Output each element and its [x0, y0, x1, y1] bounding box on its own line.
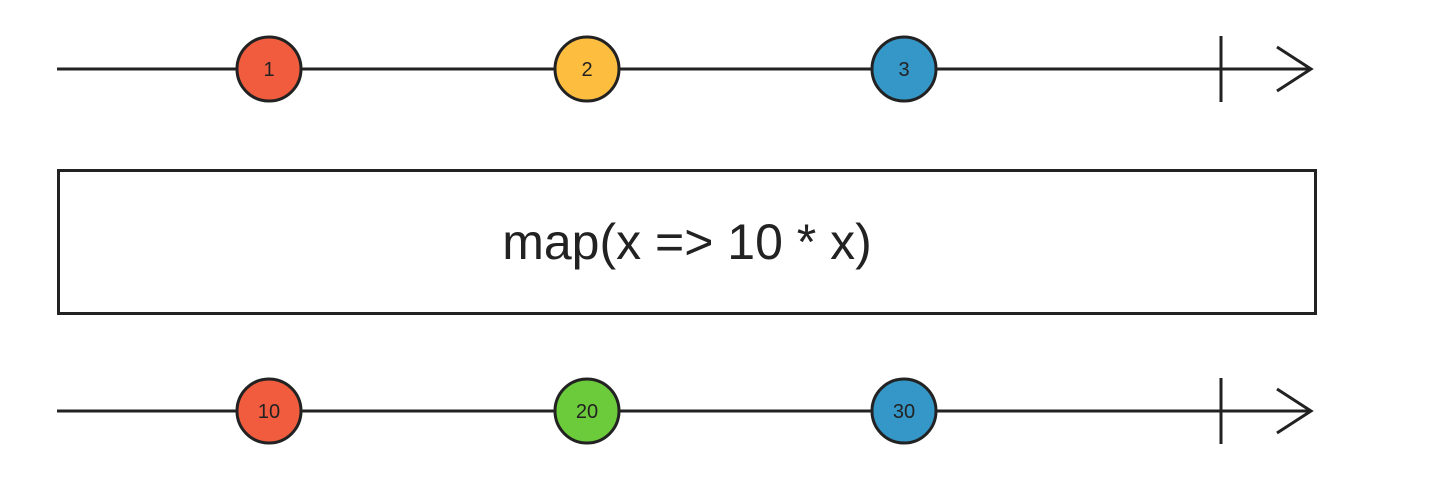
input-arrow-head — [1276, 45, 1314, 93]
input-marble-2: 2 — [553, 35, 621, 103]
output-marble-20-label: 20 — [576, 401, 598, 423]
output-marble-10-label: 10 — [258, 401, 280, 423]
operator-label: map(x => 10 * x) — [502, 214, 872, 270]
output-marble-10-circle — [235, 377, 303, 445]
output-marble-30-circle — [870, 377, 938, 445]
input-stream: 1 2 3 — [57, 35, 1314, 103]
operator-box: map(x => 10 * x) — [57, 169, 1317, 315]
input-marble-3-label: 3 — [898, 59, 909, 81]
input-marble-1-circle — [235, 35, 303, 103]
input-marble-1: 1 — [235, 35, 303, 103]
output-marble-10: 10 — [235, 377, 303, 445]
output-marble-30: 30 — [870, 377, 938, 445]
input-marble-2-circle — [553, 35, 621, 103]
output-stream: 10 20 30 — [57, 377, 1314, 445]
output-marble-30-label: 30 — [893, 401, 915, 423]
output-arrow-head — [1276, 387, 1314, 435]
input-marble-2-label: 2 — [581, 59, 592, 81]
output-marble-20-circle — [553, 377, 621, 445]
input-marble-3: 3 — [870, 35, 938, 103]
input-marble-3-circle — [870, 35, 938, 103]
output-marble-20: 20 — [553, 377, 621, 445]
input-marble-1-label: 1 — [263, 59, 274, 81]
